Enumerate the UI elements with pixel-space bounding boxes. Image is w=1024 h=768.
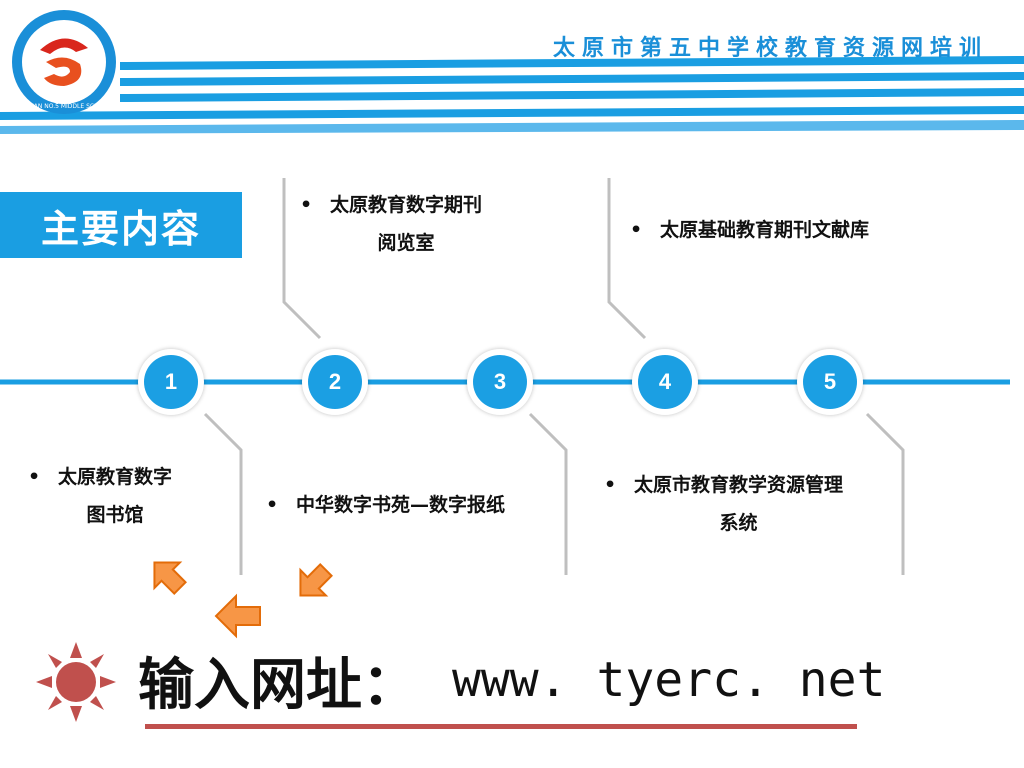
item-line2: 系统: [719, 512, 758, 534]
item-line1: 太原基础教育期刊文献库: [660, 219, 870, 241]
address-label: 输入网址：: [138, 653, 418, 718]
sun-icon: [36, 642, 116, 722]
bullet: •: [630, 219, 643, 241]
orange-arrows: [153, 561, 333, 639]
header-title: 太原市第五中学校教育资源网培训: [552, 36, 988, 61]
timeline-node-number: 2: [308, 355, 362, 409]
bullet: •: [604, 474, 617, 496]
bullet: •: [266, 494, 279, 516]
timeline-node-number: 1: [144, 355, 198, 409]
timeline-item-1: • 太原教育数字 图书馆: [28, 458, 172, 534]
bullet: •: [300, 194, 313, 216]
item-line1: 太原市教育教学资源管理: [634, 474, 844, 496]
header-stripes: [0, 56, 1024, 134]
arrow-left-icon: [214, 593, 261, 639]
arrow-up-left-icon: [153, 561, 187, 595]
address-underline: [145, 724, 857, 729]
timeline-node-5: 5: [797, 349, 863, 415]
timeline-item-5: • 太原市教育教学资源管理 系统: [604, 466, 843, 542]
logo-text: TAIYUAN NO.5 MIDDLE SCHOOL: [16, 103, 112, 110]
timeline-node-2: 2: [302, 349, 368, 415]
item-line1: 中华数字书苑—数字报纸: [296, 494, 506, 516]
timeline-item-2: • 太原教育数字期刊 阅览室: [300, 186, 482, 262]
bullet: •: [28, 466, 41, 488]
timeline-node-1: 1: [138, 349, 204, 415]
item-line1: 太原教育数字: [58, 466, 173, 488]
timeline-node-number: 5: [803, 355, 857, 409]
school-logo-icon: TAIYUAN NO.5 MIDDLE SCHOOL: [12, 10, 116, 114]
timeline-node-4: 4: [632, 349, 698, 415]
timeline-node-number: 3: [473, 355, 527, 409]
item-line2: 图书馆: [86, 504, 144, 526]
section-label: 主要内容: [0, 192, 242, 258]
timeline-node-3: 3: [467, 349, 533, 415]
item-line2: 阅览室: [377, 232, 435, 254]
timeline-item-3: • 中华数字书苑—数字报纸: [266, 486, 505, 524]
website-url: www. tyerc. net: [452, 652, 886, 708]
item-line1: 太原教育数字期刊: [330, 194, 483, 216]
timeline-node-number: 4: [638, 355, 692, 409]
timeline-item-4: • 太原基础教育期刊文献库: [630, 211, 869, 249]
arrow-down-left-icon: [299, 563, 333, 597]
